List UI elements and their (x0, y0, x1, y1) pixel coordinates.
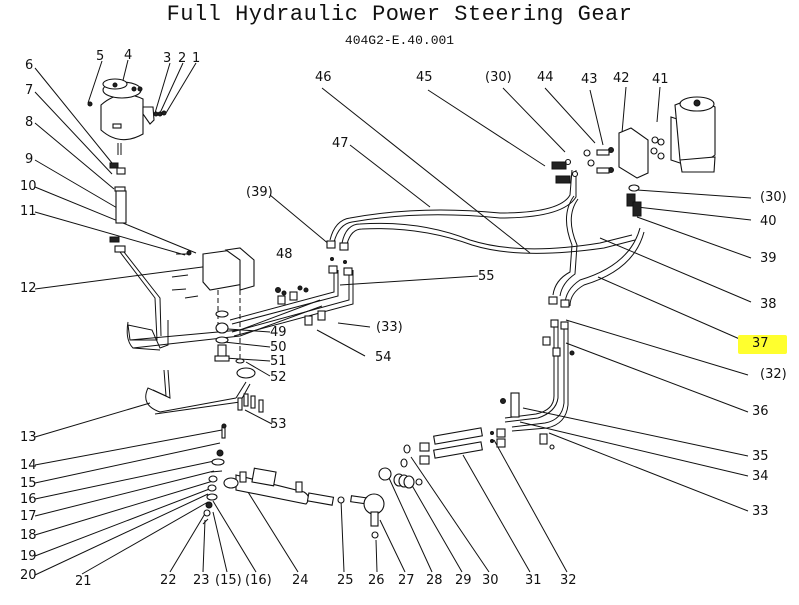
callout-39: 39 (760, 251, 777, 266)
callout-7: 7 (25, 83, 34, 98)
callout-53: 53 (270, 417, 287, 432)
callout-30-ref-top: (30) (485, 70, 512, 85)
callout-11: 11 (20, 204, 37, 219)
callout-54: 54 (375, 350, 392, 365)
callout-13: 13 (20, 430, 37, 445)
callout-1: 1 (192, 51, 201, 66)
callout-3: 3 (163, 51, 172, 66)
callout-35: 35 (752, 449, 769, 464)
diagram-part-number: 404G2-E.40.001 (344, 33, 455, 48)
cylinder-pipes (400, 296, 575, 468)
callout-16-ref: (16) (245, 573, 272, 588)
callout-25: 25 (337, 573, 354, 588)
callout-29: 29 (455, 573, 472, 588)
oil-tank (87, 78, 167, 253)
callout-48: 48 (276, 247, 293, 262)
callout-20: 20 (20, 568, 37, 583)
callout-55: 55 (478, 269, 495, 284)
callout-23: 23 (193, 573, 210, 588)
callout-15: 15 (20, 476, 37, 491)
callout-2: 2 (178, 51, 187, 66)
callout-19: 19 (20, 549, 37, 564)
callout-16: 16 (20, 492, 37, 507)
callout-45: 45 (416, 70, 433, 85)
callout-28: 28 (426, 573, 443, 588)
callout-51: 51 (270, 354, 287, 369)
callout-32: 32 (560, 573, 577, 588)
callout-41: 41 (652, 72, 669, 87)
callout-40: 40 (760, 214, 777, 229)
callout-36: 36 (752, 404, 769, 419)
callout-26: 26 (368, 573, 385, 588)
callout-50: 50 (270, 340, 287, 355)
callout-42: 42 (613, 71, 630, 86)
callout-33-ref: (33) (376, 320, 403, 335)
callout-15-ref: (15) (215, 573, 242, 588)
leader-lines (34, 59, 752, 576)
callout-27: 27 (398, 573, 415, 588)
callout-38: 38 (760, 297, 777, 312)
steering-cylinder (223, 467, 423, 539)
pump-fittings (214, 310, 264, 413)
tie-rod-hardware (202, 423, 227, 525)
callout-18: 18 (20, 528, 37, 543)
callout-52: 52 (270, 370, 287, 385)
callout-49: 49 (270, 325, 287, 340)
callout-21: 21 (75, 574, 92, 589)
diagram-title: Full Hydraulic Power Steering Gear (166, 2, 633, 27)
callout-14: 14 (20, 458, 37, 473)
callout-47: 47 (332, 136, 349, 151)
callout-31: 31 (525, 573, 542, 588)
callout-37-highlighted: 37 (738, 335, 787, 354)
callout-9: 9 (25, 152, 34, 167)
callout-17: 17 (20, 509, 37, 524)
callout-46: 46 (315, 70, 332, 85)
callout-43: 43 (581, 72, 598, 87)
callout-30-ref-right: (30) (760, 190, 787, 205)
callout-32-ref: (32) (760, 367, 787, 382)
callout-8: 8 (25, 115, 34, 130)
steering-unit (551, 96, 716, 217)
callout-34: 34 (752, 469, 769, 484)
callout-24: 24 (292, 573, 309, 588)
gear-pump (171, 247, 255, 360)
callout-4: 4 (124, 48, 133, 63)
steering-hoses (229, 169, 645, 337)
callout-22: 22 (160, 573, 177, 588)
callout-39-ref: (39) (246, 185, 273, 200)
callout-6: 6 (25, 58, 34, 73)
callout-5: 5 (96, 49, 105, 64)
callout-33: 33 (752, 504, 769, 519)
callout-12: 12 (20, 281, 37, 296)
callout-44: 44 (537, 70, 554, 85)
callout-10: 10 (20, 179, 37, 194)
callout-30: 30 (482, 573, 499, 588)
